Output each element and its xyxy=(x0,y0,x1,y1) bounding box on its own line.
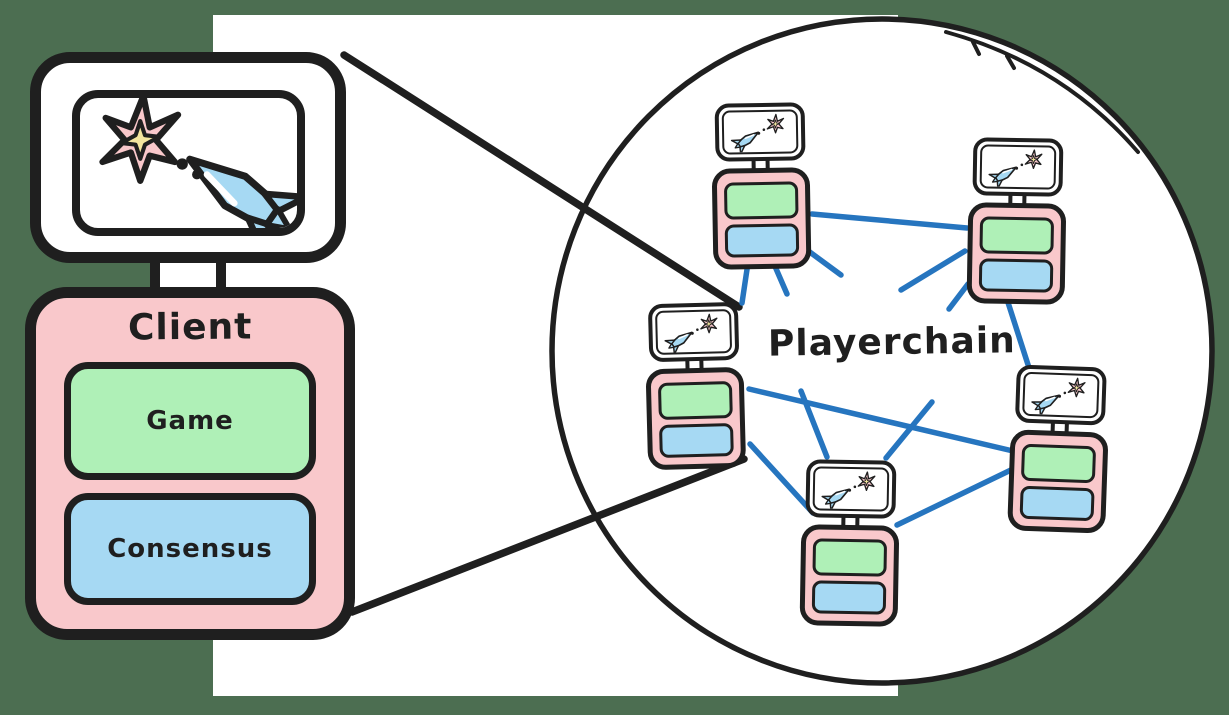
node-consensus-layer xyxy=(978,258,1054,293)
rocket-starburst-scene-icon xyxy=(1031,377,1085,416)
rocket-starburst-scene-icon xyxy=(988,149,1042,187)
node-screen xyxy=(972,137,1064,197)
consensus-layer-label: Consensus xyxy=(107,534,273,564)
game-scene xyxy=(80,98,297,228)
node-consensus-layer xyxy=(811,580,887,615)
node-consensus-layer xyxy=(659,423,734,458)
node-client-body xyxy=(645,366,747,471)
link-node2-node5 xyxy=(1001,287,1034,377)
rocket-starburst-scene-icon xyxy=(103,98,297,228)
node-game-layer xyxy=(657,381,733,420)
playerchain-node-3 xyxy=(643,301,747,471)
node-screen-bezel xyxy=(979,144,1057,190)
playerchain-node-2 xyxy=(966,137,1069,305)
client-panel: Client Game Consensus xyxy=(25,287,355,640)
client-title: Client xyxy=(127,306,253,349)
rocket-starburst-scene-icon xyxy=(664,314,718,353)
link-node3-node5 xyxy=(746,386,1016,454)
node-client-body xyxy=(966,202,1067,305)
node-consensus-layer xyxy=(724,223,800,258)
node-screen-bezel xyxy=(812,466,890,512)
node-game-scene xyxy=(982,146,1055,187)
node-screen xyxy=(647,301,740,363)
node-screen-bezel xyxy=(655,309,733,356)
client-monitor xyxy=(30,52,346,263)
node-screen-bezel xyxy=(1022,371,1100,419)
link-node3-node4 xyxy=(747,441,816,516)
node-game-scene xyxy=(815,468,888,509)
node-screen xyxy=(1014,364,1107,426)
circle-sketch-ticks xyxy=(971,40,1016,70)
link-stub-node1-a xyxy=(771,261,790,297)
playerchain-node-4 xyxy=(799,459,902,627)
link-stub-node1-b xyxy=(804,247,844,278)
link-node4-node5 xyxy=(894,466,1016,528)
client-game-screen xyxy=(72,90,305,236)
node-client-body xyxy=(1007,429,1109,534)
node-game-layer xyxy=(1020,443,1097,484)
magnifier-line-bottom xyxy=(348,455,748,616)
playerchain-node-5 xyxy=(1006,364,1112,534)
link-stub-node4-a xyxy=(798,388,830,460)
node-screen-bezel xyxy=(721,109,799,155)
game-layer-box: Game xyxy=(64,362,316,480)
node-game-scene xyxy=(724,111,797,152)
node-game-layer xyxy=(812,538,888,577)
network-links xyxy=(739,211,1034,528)
node-screen xyxy=(714,102,806,162)
node-game-layer xyxy=(979,216,1055,255)
rocket-starburst-scene-icon xyxy=(821,471,875,509)
playerchain-node-1 xyxy=(710,102,813,270)
link-stub-node4-b xyxy=(883,399,935,461)
link-stub-node2-a xyxy=(898,248,968,293)
node-game-scene xyxy=(1024,374,1097,416)
node-consensus-layer xyxy=(1019,485,1095,522)
game-layer-label: Game xyxy=(146,406,234,436)
node-game-scene xyxy=(657,311,730,353)
rocket-starburst-scene-icon xyxy=(730,114,784,152)
consensus-layer-box: Consensus xyxy=(64,493,316,605)
link-stub-node2-b xyxy=(946,281,971,312)
node-client-body xyxy=(799,524,900,627)
magnifier-lines xyxy=(340,51,748,616)
magnifier-line-top xyxy=(340,51,743,311)
node-client-body xyxy=(711,167,812,270)
link-node1-node2 xyxy=(809,211,970,231)
node-screen xyxy=(805,459,897,519)
playerchain-title: Playerchain xyxy=(767,320,1017,365)
node-game-layer xyxy=(723,181,799,220)
